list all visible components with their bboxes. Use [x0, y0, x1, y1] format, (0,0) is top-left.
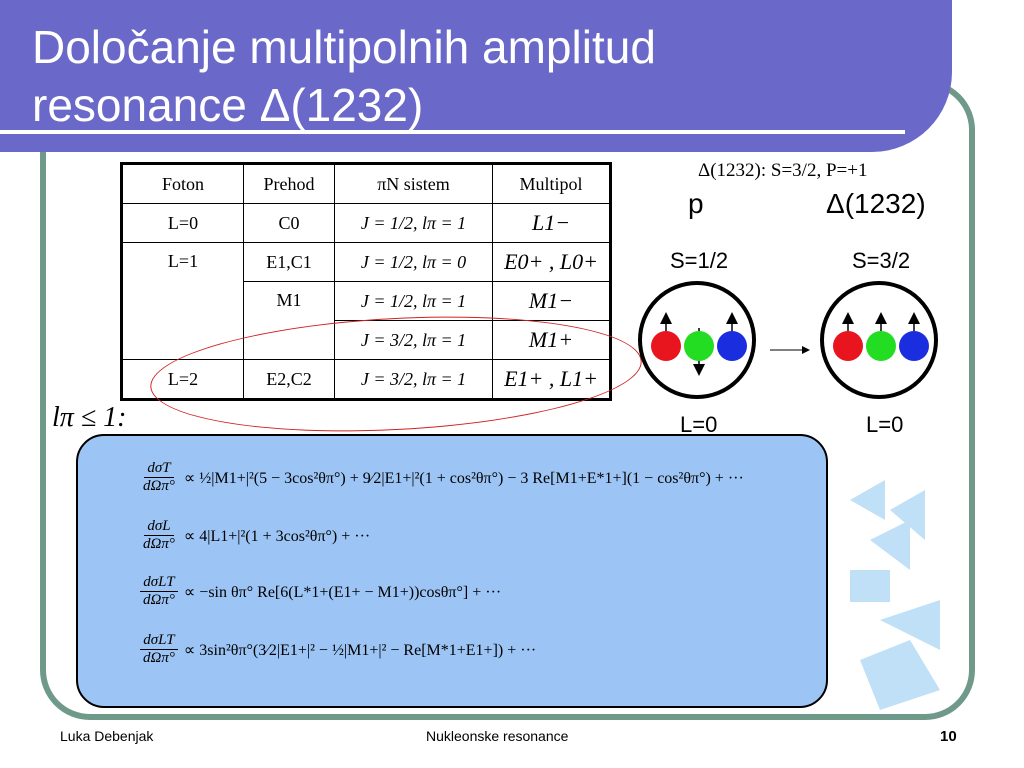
lhs-denominator: dΩπ°: [143, 478, 175, 494]
blue-quark: [717, 331, 747, 361]
cell-multipol: E1+ , L1+: [492, 359, 611, 400]
proton-orbital-label: L=0: [680, 412, 718, 437]
equation-rhs: ∝ 4|L1+|²(1 + 3cos²θπ°) + ···: [183, 527, 371, 545]
table-row: J = 3/2, lπ = 1 M1+: [122, 320, 611, 360]
cell-system: J = 1/2, lπ = 0: [334, 242, 493, 282]
proton-spin-label: S=1/2: [670, 248, 729, 273]
page-number: 10: [940, 728, 957, 745]
delta-header: Δ(1232): S=3/2, P=+1: [698, 160, 868, 181]
deco-shape: [890, 490, 925, 540]
deco-shape: [850, 570, 890, 602]
table-row: L=1 E1,C1 J = 1/2, lπ = 0 E0+ , L0+: [121, 242, 611, 360]
red-quark: [651, 331, 681, 361]
lhs-numerator: dσLT: [140, 574, 178, 592]
cell-system: J = 1/2, lπ = 1: [334, 281, 493, 321]
cell-multipol: M1−: [492, 281, 611, 321]
title-line-1: Določanje multipolnih amplitud: [32, 21, 656, 73]
cell-foton: L=0: [121, 203, 244, 243]
decorative-shapes: [850, 480, 940, 710]
header-prehod: Prehod: [243, 163, 335, 204]
lhs-numerator: dσLT: [140, 632, 178, 650]
delta-spin-label: S=3/2: [852, 248, 911, 273]
blue-quark: [899, 331, 929, 361]
cell-foton: L=2: [121, 359, 244, 400]
green-quark: [684, 331, 714, 361]
proton-label: p: [688, 188, 704, 219]
title-bar: Določanje multipolnih amplitud resonance…: [0, 0, 952, 152]
lhs-denominator: dΩπ°: [143, 536, 175, 552]
multipole-table: Foton Prehod πN sistem Multipol L=0 C0 J…: [120, 162, 612, 401]
cell-prehod: E1,C1: [243, 242, 335, 282]
equation-rhs: ∝ 3sin²θπ°(3⁄2|E1+|² − ½|M1+|² − Re[M*1+…: [183, 641, 537, 659]
cell-system: J = 3/2, lπ = 1: [334, 359, 493, 400]
footer-course: Nukleonske resonance: [426, 728, 569, 744]
cell-system: J = 1/2, lπ = 1: [334, 203, 493, 243]
cell-multipol: L1−: [492, 203, 611, 243]
equation-rhs: ∝ ½|M1+|²(5 − 3cos²θπ°) + 9⁄2|E1+|²(1 + …: [183, 469, 744, 487]
lhs-numerator: dσT: [144, 460, 174, 478]
header-multipol: Multipol: [492, 163, 611, 204]
deco-shape: [850, 480, 885, 520]
cell-foton: L=1: [121, 242, 244, 360]
slide-title: Določanje multipolnih amplitud resonance…: [32, 18, 656, 134]
lhs-numerator: dσL: [144, 518, 174, 536]
header-system: πN sistem: [334, 163, 493, 204]
table-row: L=0 C0 J = 1/2, lπ = 1 L1−: [121, 203, 611, 243]
lhs-denominator: dΩπ°: [143, 650, 175, 666]
footer-author: Luka Debenjak: [60, 728, 154, 744]
header-foton: Foton: [121, 163, 244, 204]
table-row: M1 J = 1/2, lπ = 1 M1−: [122, 281, 611, 360]
title-line-2: resonance Δ(1232): [32, 79, 424, 131]
equation-rhs: ∝ −sin θπ° Re[6(L*1+(E1+ − M1+))cosθπ°] …: [183, 583, 502, 601]
condition-label: lπ ≤ 1:: [52, 402, 127, 433]
table-header-row: Foton Prehod πN sistem Multipol: [121, 163, 611, 204]
cell-multipol: E0+ , L0+: [492, 242, 611, 282]
table-row: L=2 E2,C2 J = 3/2, lπ = 1 E1+ , L1+: [121, 359, 611, 400]
deco-shape: [870, 520, 910, 570]
green-quark: [866, 331, 896, 361]
lhs-denominator: dΩπ°: [143, 592, 175, 608]
deco-shape: [860, 640, 940, 710]
title-underline: [0, 130, 905, 134]
red-quark: [833, 331, 863, 361]
delta-orbital-label: L=0: [866, 412, 904, 437]
delta-label: Δ(1232): [826, 188, 926, 219]
spin-diagram: [638, 281, 938, 399]
cell-prehod: C0: [243, 203, 335, 243]
deco-shape: [880, 600, 940, 650]
